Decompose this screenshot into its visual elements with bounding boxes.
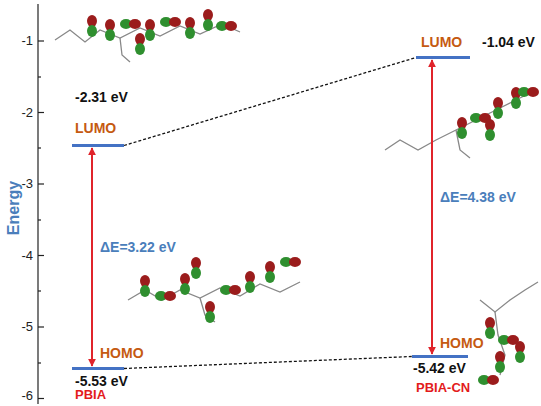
level-link	[124, 357, 412, 369]
pbia-homo-orbital	[128, 257, 301, 323]
axis-title: Energy	[6, 168, 22, 248]
tick-label: -2	[0, 105, 33, 121]
energy-value: -5.53 eV	[75, 373, 128, 389]
orbital-name: HOMO	[440, 335, 484, 351]
energy-value: -1.04 eV	[482, 34, 535, 50]
tick-label: -5	[0, 319, 33, 335]
pbia-cn-lumo-orbital	[385, 87, 539, 158]
y-axis	[38, 4, 44, 404]
gap-arrow	[431, 60, 433, 354]
molecule-name: PBIA-CN	[416, 380, 470, 396]
gap-label: ΔE=3.22 eV	[98, 239, 178, 255]
molecule-name: PBIA	[75, 387, 106, 403]
pbia-cn-homo-orbital	[478, 282, 538, 385]
orbital-name: HOMO	[100, 345, 144, 361]
orbital-name: LUMO	[421, 34, 462, 50]
tick-label: -1	[0, 33, 33, 49]
energy-level: HOMO-5.42 eV	[412, 355, 468, 358]
level-link	[124, 58, 416, 146]
gap-label: ΔE=4.38 eV	[438, 189, 518, 205]
energy-value: -2.31 eV	[75, 89, 128, 105]
energy-level: LUMO-2.31 eV	[72, 144, 124, 147]
pbia-lumo-orbital	[55, 9, 240, 62]
energy-level: HOMO-5.53 eV	[72, 367, 124, 370]
gap-arrow	[91, 148, 93, 366]
tick-label: -6	[0, 388, 33, 404]
tick-label: -3	[0, 176, 33, 192]
energy-level: LUMO-1.04 eV	[416, 56, 470, 59]
energy-value: -5.42 eV	[413, 360, 466, 376]
tick-label: -4	[0, 248, 33, 264]
orbital-name: LUMO	[75, 120, 116, 136]
